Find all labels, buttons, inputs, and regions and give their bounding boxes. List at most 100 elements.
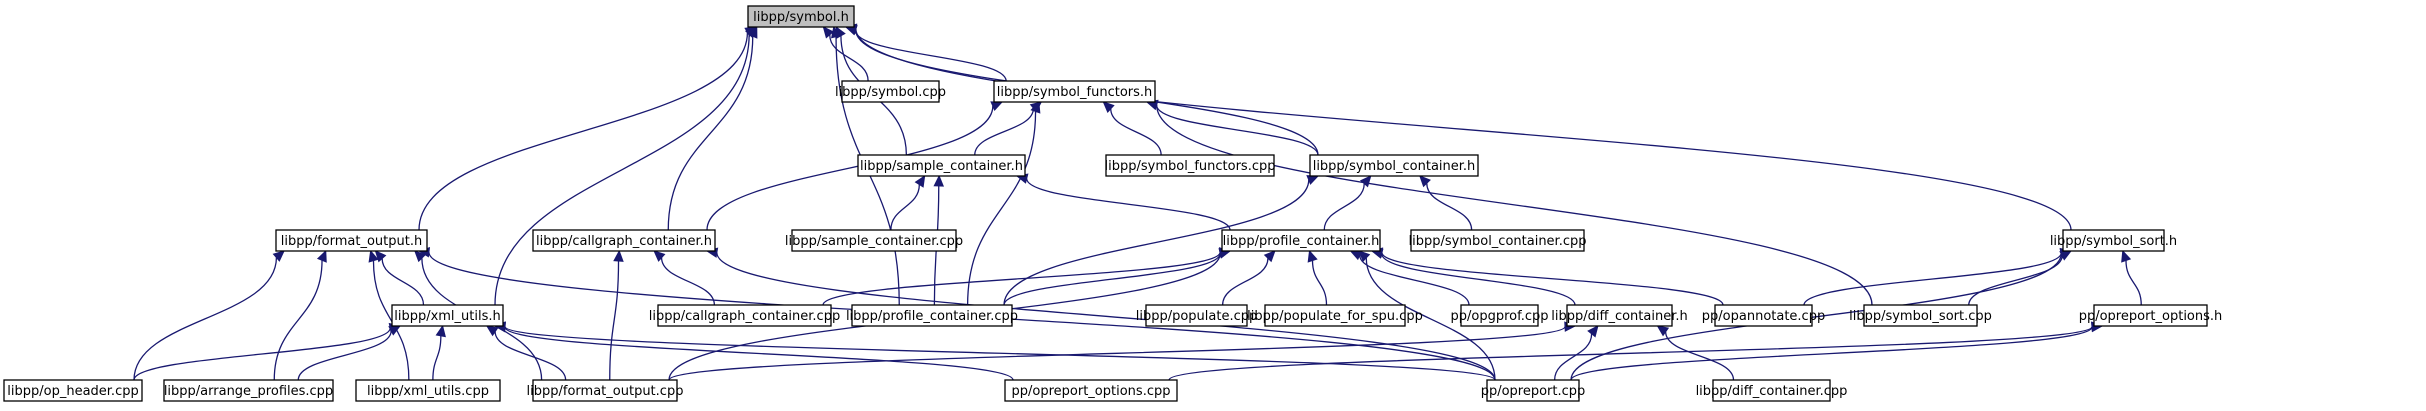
arrowhead-icon [744,26,757,39]
edge-line [1365,257,1496,381]
edge-line [716,252,1496,381]
node-box[interactable] [1004,379,1178,402]
node-box[interactable] [1264,304,1406,327]
node-callgraph-container-cpp[interactable]: libpp/callgraph_container.cpp [649,304,840,327]
node-box[interactable] [1309,154,1479,177]
node-label: pp/opannotate.cpp [1702,309,1825,324]
node-box[interactable] [532,379,678,402]
node-box[interactable] [1863,304,1978,327]
node-box[interactable] [1486,379,1580,402]
node-box[interactable] [1566,304,1673,327]
node-symbol-h[interactable]: libpp/symbol.h [747,5,855,28]
node-symbol-container-h[interactable]: libpp/symbol_container.h [1309,154,1479,177]
node-format-output-h[interactable]: libpp/format_output.h [275,229,428,252]
node-symbol-sort-cpp[interactable]: libpp/symbol_sort.cpp [1849,304,1992,327]
node-symbol-cpp[interactable]: libpp/symbol.cpp [835,80,946,103]
node-label: libpp/profile_container.h [1223,234,1380,249]
arrowhead-icon [1030,100,1041,114]
node-symbol-functors-h[interactable]: libpp/symbol_functors.h [993,80,1156,103]
edge-line [381,258,425,306]
node-box[interactable] [841,80,940,103]
edge-arrange_profiles_cpp-to-format_output_h [273,249,327,381]
node-label: libpp/xml_utils.h [394,309,501,324]
node-opreport-options-h[interactable]: pp/opreport_options.h [2079,304,2223,327]
node-profile-container-h[interactable]: libpp/profile_container.h [1221,229,1381,252]
node-box[interactable] [2062,229,2165,252]
edge-format_output_cpp-to-xml_utils_h [485,325,567,381]
node-populate-for-spu-cpp[interactable]: libpp/populate_for_spu.cpp [1247,304,1423,327]
edge-callgraph_container_h-to-symbol_h [667,25,758,231]
node-opgprof-cpp[interactable]: pp/opgprof.cpp [1450,304,1549,327]
arrowhead-icon [613,249,624,262]
node-box[interactable] [1145,304,1248,327]
edge-symbol_sort_h-to-symbol_h [844,23,2072,231]
node-label: libpp/symbol_sort.h [2050,234,2177,249]
node-label: libpp/xml_utils.cpp [367,384,489,399]
node-box[interactable] [1221,229,1381,252]
node-box[interactable] [2093,304,2208,327]
node-format-output-cpp[interactable]: libpp/format_output.cpp [527,379,684,402]
nodes-layer: libpp/symbol.h libpp/symbol.cpp libpp/symb… [3,5,2223,402]
edge-line [667,36,754,231]
edge-opannotate_cpp-to-profile_container_h [1370,247,1724,306]
node-label: pp/opreport.cpp [1481,384,1586,399]
node-box[interactable] [747,5,855,28]
edge-op_header_cpp-to-xml_utils_h [133,322,402,381]
edge-line [660,257,716,306]
arrowhead-icon [316,249,327,263]
node-box[interactable] [857,154,1026,177]
node-box[interactable] [355,379,501,402]
edge-opreport_cpp-to-diff_container_h [1553,325,1599,381]
node-symbol-sort-h[interactable]: libpp/symbol_sort.h [2050,229,2177,252]
node-label: libpp/symbol_sort.cpp [1849,309,1992,324]
edge-line [273,260,323,381]
edge-format_output_cpp-to-callgraph_container_h [609,249,624,381]
node-diff-container-h[interactable]: libpp/diff_container.h [1551,304,1688,327]
node-label: libpp/profile_container.cpp [846,309,1018,324]
edge-symbol_container_cpp-to-symbol_container_h [1419,175,1473,231]
node-box[interactable] [1460,304,1539,327]
node-label: libpp/arrange_profiles.cpp [164,384,333,399]
node-box[interactable] [1714,304,1813,327]
node-box[interactable] [532,229,716,252]
node-opreport-options-cpp[interactable]: pp/opreport_options.cpp [1004,379,1178,402]
node-box[interactable] [851,304,1013,327]
arrowhead-icon [1263,250,1276,263]
edge-op_header_cpp-to-format_output_h [133,250,285,381]
arrowhead-icon [933,174,945,187]
node-diff-container-cpp[interactable]: libpp/diff_container.cpp [1696,379,1848,402]
node-box[interactable] [657,304,832,327]
node-box[interactable] [3,379,143,402]
node-symbol-functors-cpp[interactable]: libpp/symbol_functors.cpp [1105,154,1276,177]
node-box[interactable] [1410,229,1585,252]
edge-line [1359,255,1470,306]
node-profile-container-cpp[interactable]: libpp/profile_container.cpp [846,304,1018,327]
node-callgraph-container-h[interactable]: libpp/callgraph_container.h [532,229,716,252]
node-arrange-profiles-cpp[interactable]: libpp/arrange_profiles.cpp [163,379,334,402]
node-box[interactable] [163,379,334,402]
node-box[interactable] [391,304,504,327]
node-box[interactable] [1105,154,1275,177]
node-label: libpp/symbol_container.h [1313,159,1476,174]
node-box[interactable] [791,229,957,252]
node-sample-container-h[interactable]: libpp/sample_container.h [857,154,1026,177]
edge-line [1803,252,2062,306]
node-xml-utils-cpp[interactable]: libpp/xml_utils.cpp [355,379,501,402]
edge-line [1570,253,2062,381]
arrowhead-icon [1587,325,1599,338]
edge-line [1553,333,1593,381]
edge-line [297,330,392,381]
node-opannotate-cpp[interactable]: pp/opannotate.cpp [1702,304,1825,327]
edge-populate_cpp-to-profile_container_h [1221,250,1276,306]
node-box[interactable] [1712,379,1831,402]
node-symbol-container-cpp[interactable]: libpp/symbol_container.cpp [1409,229,1587,252]
arrowhead-icon [1359,175,1372,188]
node-box[interactable] [993,80,1156,103]
node-opreport-cpp[interactable]: pp/opreport.cpp [1481,379,1586,402]
node-op-header-cpp[interactable]: libpp/op_header.cpp [3,379,143,402]
node-sample-container-cpp[interactable]: libpp/sample_container.cpp [785,229,963,252]
node-box[interactable] [275,229,428,252]
node-xml-utils-h[interactable]: libpp/xml_utils.h [391,304,504,327]
arrowhead-icon [1307,249,1318,263]
node-populate-cpp[interactable]: libpp/populate.cpp [1136,304,1258,327]
